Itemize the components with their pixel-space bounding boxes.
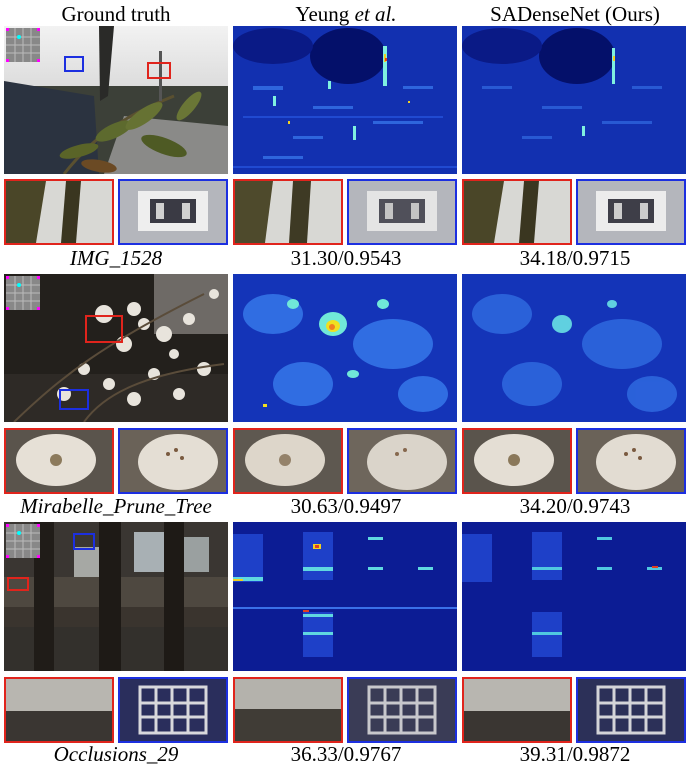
header-yeung-etal: et al. bbox=[354, 2, 397, 26]
row2-gt-blue-crop bbox=[118, 428, 228, 494]
row1-gt-red-crop bbox=[4, 179, 114, 245]
row1-yeung-score: 31.30/0.9543 bbox=[290, 246, 402, 270]
header-ground-truth: Ground truth bbox=[61, 2, 171, 26]
row3-ours-error-map bbox=[462, 522, 686, 671]
row2-yeung-blue-crop bbox=[347, 428, 457, 494]
row2-scene-caption: Mirabelle_Prune_Tree bbox=[20, 494, 212, 518]
row2-ours-blue-crop bbox=[576, 428, 686, 494]
row2-ours-error-map bbox=[462, 274, 686, 422]
row1-ours-score: 34.18/0.9715 bbox=[519, 246, 631, 270]
row1-yeung-error-map bbox=[233, 26, 457, 174]
row2-ours-score: 34.20/0.9743 bbox=[519, 494, 631, 518]
row2-yeung-score: 30.63/0.9497 bbox=[290, 494, 402, 518]
row3-scene-caption: Occlusions_29 bbox=[53, 742, 179, 766]
row3-gt-blue-crop bbox=[118, 677, 228, 743]
row1-ground-truth-image bbox=[4, 26, 228, 174]
row1-ours-blue-crop bbox=[576, 179, 686, 245]
header-sadensenet: SADenseNet (Ours) bbox=[490, 2, 660, 26]
row2-gt-red-crop bbox=[4, 428, 114, 494]
row1-yeung-red-crop bbox=[233, 179, 343, 245]
row1-yeung-blue-crop bbox=[347, 179, 457, 245]
row2-yeung-red-crop bbox=[233, 428, 343, 494]
row3-yeung-score: 36.33/0.9767 bbox=[290, 742, 402, 766]
row3-yeung-red-crop bbox=[233, 677, 343, 743]
row1-scene-caption: IMG_1528 bbox=[69, 246, 163, 270]
row3-gt-red-crop bbox=[4, 677, 114, 743]
row3-yeung-error-map bbox=[233, 522, 457, 671]
row1-gt-blue-crop bbox=[118, 179, 228, 245]
row1-ours-error-map bbox=[462, 26, 686, 174]
row2-ours-red-crop bbox=[462, 428, 572, 494]
row3-ground-truth-image bbox=[4, 522, 228, 671]
header-yeung: Yeung et al. bbox=[232, 2, 460, 27]
row3-ours-blue-crop bbox=[576, 677, 686, 743]
header-yeung-name: Yeung bbox=[295, 2, 355, 26]
row3-yeung-blue-crop bbox=[347, 677, 457, 743]
row2-yeung-error-map bbox=[233, 274, 457, 422]
row3-ours-score: 39.31/0.9872 bbox=[519, 742, 631, 766]
row2-ground-truth-image bbox=[4, 274, 228, 422]
row1-ours-red-crop bbox=[462, 179, 572, 245]
row3-ours-red-crop bbox=[462, 677, 572, 743]
